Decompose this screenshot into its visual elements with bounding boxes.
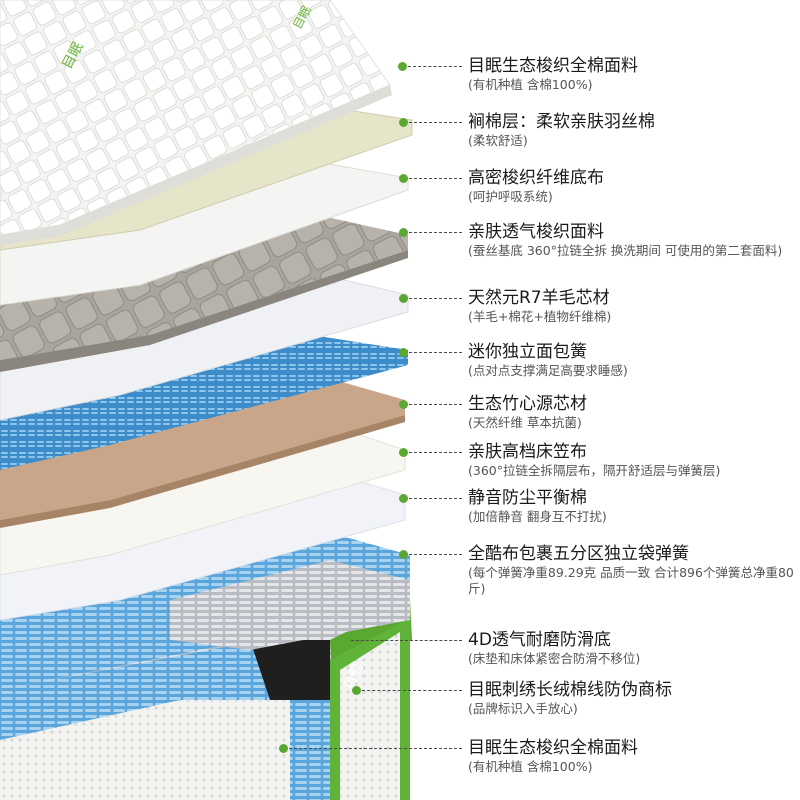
- callout-base-fabric: 高密梭织纤维底布(呵护呼吸系统): [468, 167, 798, 205]
- leader-line: [409, 498, 462, 499]
- callout-description: (呵护呼吸系统): [468, 189, 553, 204]
- callout-bottom-cover: 目眠生态梭织全棉面料(有机种植 含棉100%): [468, 737, 798, 775]
- callout-dot: [351, 685, 361, 695]
- leader-line: [409, 298, 462, 299]
- leader-line: [351, 640, 462, 641]
- callout-anti-slip-bottom: 4D透气耐磨防滑底(床垫和床体紧密合防滑不移位): [468, 629, 798, 667]
- callout-title: 裥棉层：柔软亲肤羽丝棉: [468, 112, 655, 132]
- callout-dot: [398, 173, 408, 183]
- leader-line: [409, 352, 462, 353]
- callout-pocket-spring: 全酷布包裹五分区独立袋弹簧(每个弹簧净重89.29克 品质一致 合计896个弹簧…: [468, 543, 798, 597]
- leader-line: [409, 554, 462, 555]
- leader-line: [362, 690, 462, 691]
- leader-line: [409, 452, 462, 453]
- callout-description: (柔软舒适): [468, 133, 528, 148]
- callout-description: (每个弹簧净重89.29克 品质一致 合计896个弹簧总净重80斤): [468, 565, 794, 596]
- callout-title: 亲肤高档床笠布: [468, 442, 587, 462]
- callout-description: (天然纤维 草本抗菌): [468, 415, 582, 430]
- leader-line: [409, 178, 462, 179]
- callout-description: (有机种植 含棉100%): [468, 759, 593, 774]
- callout-mini-spring: 迷你独立面包簧(点对点支撑满足高要求睡感): [468, 341, 798, 379]
- callout-dot: [278, 743, 288, 753]
- callout-top-cover: 目眠生态梭织全棉面料(有机种植 含棉100%): [468, 55, 798, 93]
- leader-line: [408, 66, 462, 67]
- callout-dot: [398, 399, 408, 409]
- callout-description: (加倍静音 翻身互不打扰): [468, 509, 607, 524]
- leader-line: [409, 404, 462, 405]
- callout-description: (床垫和床体紧密合防滑不移位): [468, 651, 641, 666]
- leader-line: [289, 748, 462, 749]
- callout-padding: 裥棉层：柔软亲肤羽丝棉(柔软舒适): [468, 111, 798, 149]
- callout-wool-core: 天然元R7羊毛芯材(羊毛+棉花+植物纤维棉): [468, 287, 798, 325]
- callout-dot: [398, 347, 408, 357]
- leader-line: [409, 232, 462, 233]
- callout-title: 4D透气耐磨防滑底: [468, 630, 611, 650]
- callout-balance-padding: 静音防尘平衡棉(加倍静音 翻身互不打扰): [468, 487, 798, 525]
- callout-dot: [398, 117, 408, 127]
- callout-title: 目眠生态梭织全棉面料: [468, 738, 638, 758]
- callout-title: 高密梭织纤维底布: [468, 168, 604, 188]
- callout-dot: [398, 549, 408, 559]
- callout-dot: [398, 493, 408, 503]
- callout-bamboo-core: 生态竹心源芯材(天然纤维 草本抗菌): [468, 393, 798, 431]
- callout-dot: [398, 447, 408, 457]
- callout-title: 生态竹心源芯材: [468, 394, 587, 414]
- callout-dot: [340, 635, 350, 645]
- callout-dot: [397, 61, 407, 71]
- callout-description: (有机种植 含棉100%): [468, 77, 593, 92]
- callout-description: (品牌标识入手放心): [468, 701, 578, 716]
- callout-embroidered-label: 目眠刺绣长绒棉线防伪商标(品牌标识入手放心): [468, 679, 798, 717]
- leader-line: [409, 122, 462, 123]
- callout-title: 目眠刺绣长绒棉线防伪商标: [468, 680, 672, 700]
- callout-title: 迷你独立面包簧: [468, 342, 587, 362]
- callout-title: 目眠生态梭织全棉面料: [468, 56, 638, 76]
- callout-dot: [398, 227, 408, 237]
- callout-description: (羊毛+棉花+植物纤维棉): [468, 309, 612, 324]
- callout-title: 亲肤透气梭织面料: [468, 222, 604, 242]
- callout-title: 天然元R7羊毛芯材: [468, 288, 610, 308]
- callout-title: 全酷布包裹五分区独立袋弹簧: [468, 544, 689, 564]
- callout-description: (360°拉链全拆隔层布，隔开舒适层与弹簧层): [468, 463, 721, 478]
- callout-title: 静音防尘平衡棉: [468, 488, 587, 508]
- callout-description: (点对点支撑满足高要求睡感): [468, 363, 628, 378]
- callout-skin-fabric: 亲肤透气梭织面料(蚕丝基底 360°拉链全拆 换洗期间 可使用的第二套面料): [468, 221, 798, 259]
- callout-dot: [398, 293, 408, 303]
- callout-description: (蚕丝基底 360°拉链全拆 换洗期间 可使用的第二套面料): [468, 243, 783, 258]
- callout-bed-cover: 亲肤高档床笠布(360°拉链全拆隔层布，隔开舒适层与弹簧层): [468, 441, 798, 479]
